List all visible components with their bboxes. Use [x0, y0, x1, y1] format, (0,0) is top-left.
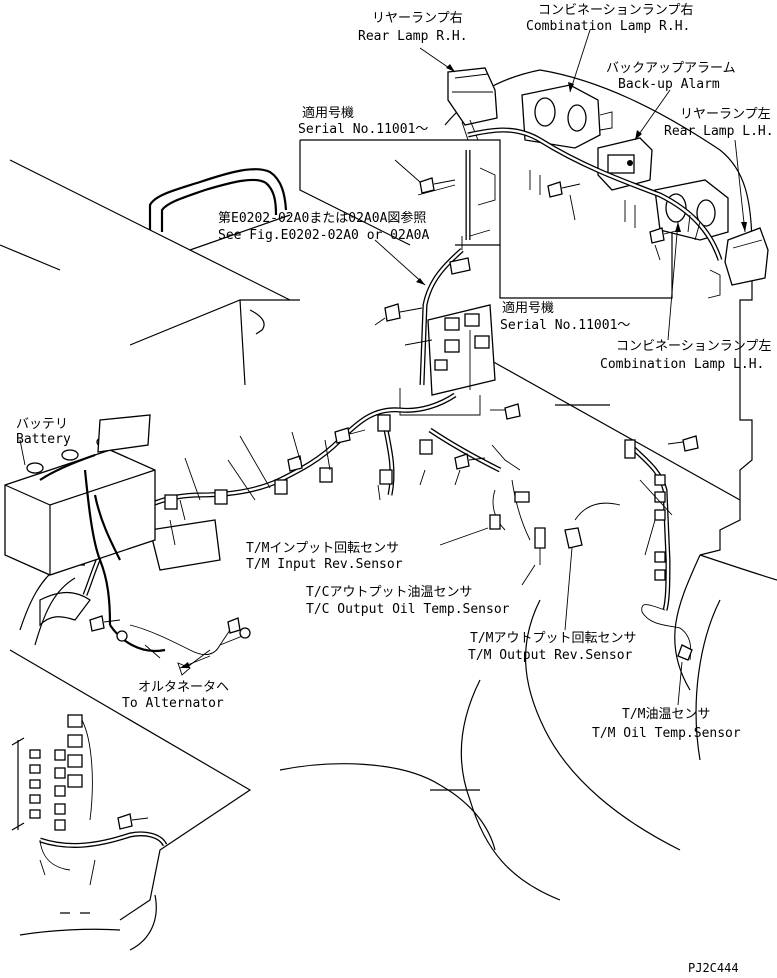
battery-label-jp: バッテリ	[16, 417, 68, 432]
labels: リヤーランプ右 Rear Lamp R.H. コンビネーションランプ右 Comb…	[16, 3, 774, 975]
see-fig-label-jp: 第E0202-02A0または02A0A図参照	[218, 210, 426, 226]
serial-mid-label-jp: 適用号機	[502, 300, 554, 316]
rear-lamp-lh	[707, 227, 769, 299]
main-harness	[82, 392, 521, 596]
rear-lamp-rh-label-en: Rear Lamp R.H.	[358, 29, 468, 44]
tm-output-rev-sensor	[564, 502, 621, 631]
rear-harness	[465, 127, 723, 261]
battery-label-en: Battery	[16, 432, 71, 447]
battery	[4, 414, 156, 576]
alternator-label-jp: オルタネータヘ	[138, 680, 229, 695]
comb-lamp-lh-label-en: Combination Lamp L.H.	[600, 357, 764, 372]
comb-lamp-rh-label-jp: コンビネーションランプ右	[538, 3, 693, 18]
comb-lamp-lh-label-jp: コンビネーションランプ左	[616, 339, 771, 354]
serial-mid-label-en: Serial No.11001～	[500, 318, 630, 333]
tc-output-oil-temp-sensor	[511, 479, 546, 586]
tm-oil-label-jp: T/M油温センサ	[622, 707, 710, 722]
right-side-harness	[624, 435, 699, 611]
tm-output-label-en: T/M Output Rev.Sensor	[468, 648, 633, 663]
alternator-wiring	[89, 615, 251, 676]
rear-lamp-rh	[447, 67, 498, 141]
comb-lamp-rh-label-en: Combination Lamp R.H.	[526, 19, 690, 34]
tc-output-label-jp: T/Cアウトプット油温センサ	[306, 585, 472, 600]
machine-body-outline	[0, 69, 777, 951]
tm-oil-label-en: T/M Oil Temp.Sensor	[592, 726, 741, 741]
combination-lamp-lh	[654, 179, 729, 241]
backup-alarm-label-jp: バックアップアラーム	[606, 61, 736, 76]
tm-oil-temp-sensor	[641, 604, 693, 706]
serial-detail-box-top	[299, 139, 501, 246]
serial-detail-box-mid	[499, 230, 673, 299]
tm-input-label-jp: T/Mインプット回転センサ	[246, 541, 399, 556]
tm-output-label-jp: T/Mアウトプット回転センサ	[470, 631, 636, 646]
lower-left-fuse-detail	[11, 714, 168, 886]
tc-output-label-en: T/C Output Oil Temp.Sensor	[306, 602, 510, 617]
leader-lines-misc	[184, 431, 461, 501]
center-relay-panel	[374, 229, 496, 416]
drawing-id: PJ2C444	[688, 961, 739, 975]
tm-input-rev-sensor	[439, 489, 506, 546]
tm-input-label-en: T/M Input Rev.Sensor	[246, 557, 403, 572]
see-fig-label-en: See Fig.E0202-02A0 or 02A0A	[218, 228, 429, 243]
combination-lamp-rh	[521, 84, 613, 149]
serial-top-label-en: Serial No.11001～	[298, 122, 428, 137]
serial-top-label-jp: 適用号機	[302, 105, 354, 121]
bolts-rear	[394, 159, 681, 261]
label-leaders	[19, 29, 747, 669]
rear-lamp-lh-label-en: Rear Lamp L.H.	[664, 124, 774, 139]
battery-cables	[39, 469, 166, 653]
alternator-label-en: To Alternator	[122, 696, 224, 711]
rear-lamp-lh-label-jp: リヤーランプ左	[680, 107, 771, 122]
backup-alarm-label-en: Back-up Alarm	[618, 77, 720, 92]
rear-lamp-rh-label-jp: リヤーランプ右	[372, 11, 463, 26]
